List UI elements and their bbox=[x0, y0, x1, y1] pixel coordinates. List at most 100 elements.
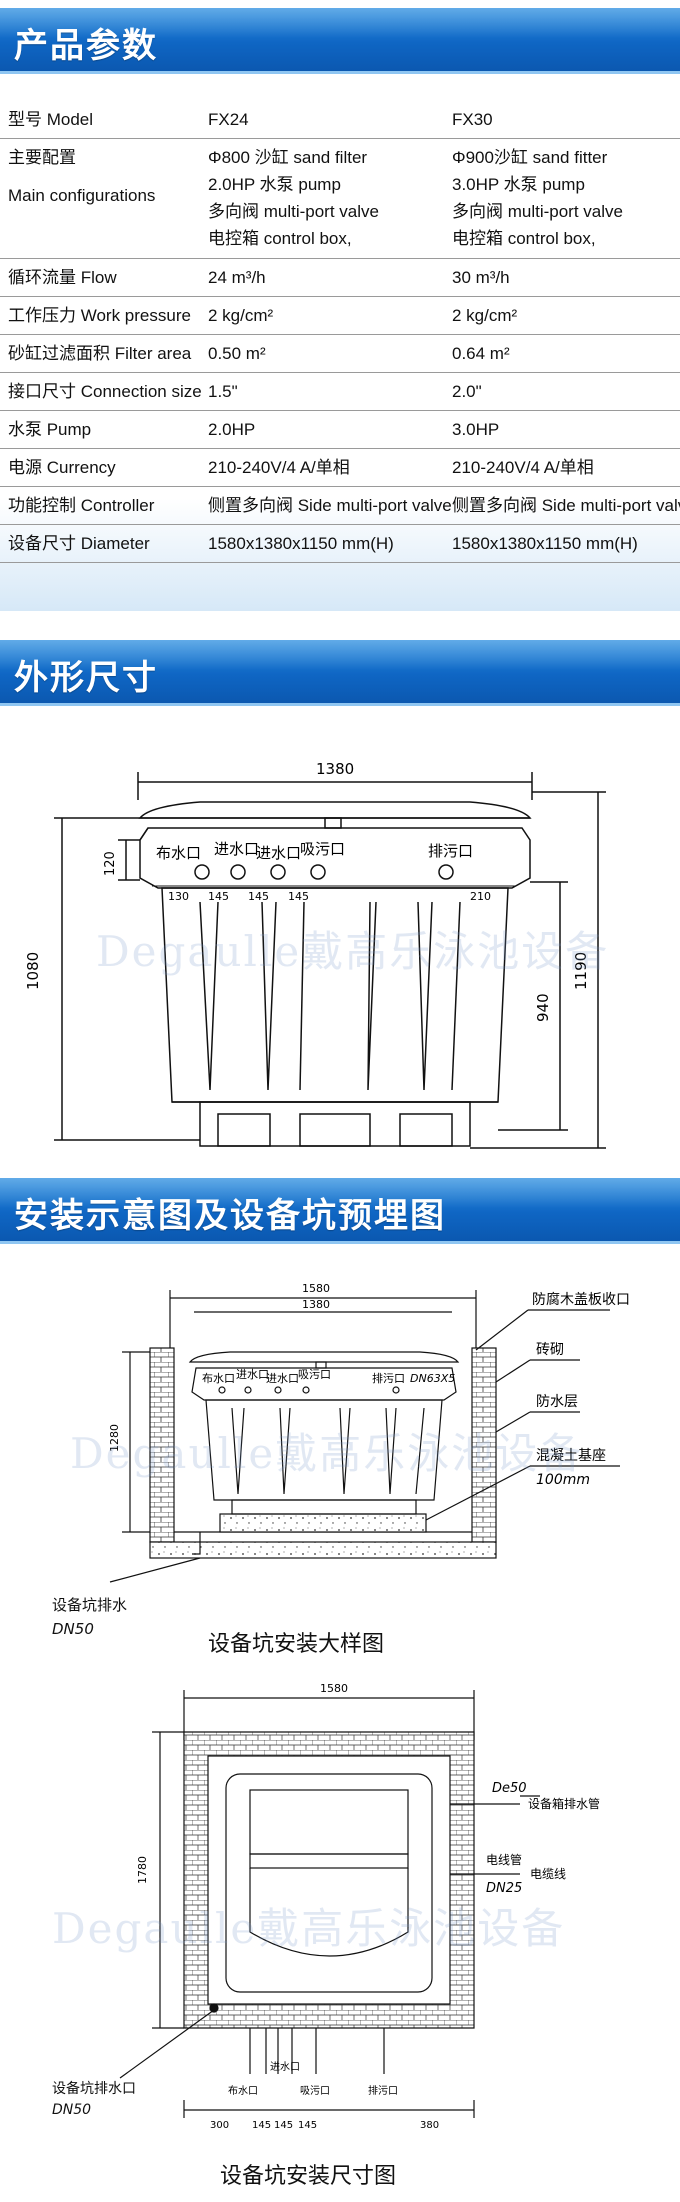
spec-label: 电源 Currency bbox=[8, 458, 116, 477]
spec-value-fx30: 3.0HP bbox=[452, 420, 500, 439]
spec-value-fx30: 2 kg/cm² bbox=[452, 306, 518, 325]
port-label: 排污口 bbox=[428, 842, 473, 860]
port-label: 进水口 bbox=[214, 840, 259, 858]
port-label: 进水口 bbox=[256, 844, 301, 862]
dim-940: 940 bbox=[534, 993, 552, 1022]
spec-value-fx30: 30 m³/h bbox=[452, 268, 510, 287]
spec-label: 循环流量 Flow bbox=[8, 268, 117, 287]
watermark: Degaulle戴高乐泳池设备 bbox=[52, 1904, 566, 1953]
spec-row: 循环流量 Flow 24 m³/h 30 m³/h bbox=[0, 259, 680, 297]
port-label: 进水口 bbox=[266, 1372, 299, 1385]
dim-1280: 1280 bbox=[108, 1424, 121, 1452]
plan-drawing: 1580 1780 De50 设备箱排水管 电线管 DN25 电缆线 布水口 进… bbox=[119, 1682, 600, 2131]
drain-label: 设备坑排水 bbox=[52, 1596, 128, 1614]
spec-value-fx30: 3.0HP 水泵 pump bbox=[452, 175, 585, 194]
spec-label: 设备尺寸 Diameter bbox=[8, 534, 150, 553]
spec-value-fx30: FX30 bbox=[452, 110, 493, 129]
dim-1580: 1580 bbox=[320, 1682, 348, 1695]
spec-row: 设备尺寸 Diameter 1580x1380x1150 mm(H) 1580x13… bbox=[0, 525, 680, 563]
drain-size: DN50 bbox=[52, 1620, 94, 1638]
right-label: DN25 bbox=[486, 1881, 522, 1896]
spec-value-fx30: 0.64 m² bbox=[452, 344, 510, 363]
spec-value-fx24: 2.0HP 水泵 pump bbox=[208, 175, 341, 194]
section-title-params: 产品参数 bbox=[14, 26, 158, 66]
spec-value-fx24: 2 kg/cm² bbox=[208, 306, 274, 325]
spec-label: 砂缸过滤面积 Filter area bbox=[8, 344, 192, 363]
spec-label: 水泵 Pump bbox=[8, 420, 92, 439]
spec-value-fx24: 1.5" bbox=[208, 382, 238, 401]
section-title-install: 安装示意图及设备坑预埋图 bbox=[14, 1196, 446, 1236]
spec-value-fx24: 24 m³/h bbox=[208, 268, 266, 287]
spec-value-fx24: 2.0HP bbox=[208, 420, 256, 439]
callout-label: 防水层 bbox=[536, 1394, 578, 1410]
spec-label-en: Main configurations bbox=[8, 186, 156, 205]
spec-row: 型号 Model FX24 FX30 bbox=[0, 101, 680, 139]
spec-value-fx24: 电控箱 control box, bbox=[208, 229, 352, 248]
callout-label: 防腐木盖板收口 bbox=[532, 1291, 630, 1308]
spacing-label: 145 bbox=[288, 890, 309, 903]
dim-120: 120 bbox=[103, 851, 118, 876]
section-banner-params: 产品参数 bbox=[0, 8, 680, 74]
spec-value-fx24: 多向阀 multi-port valve bbox=[208, 202, 379, 221]
watermark: Degaulle戴高乐泳池设备 bbox=[96, 927, 610, 976]
right-label: 电缆线 bbox=[530, 1867, 566, 1881]
spec-row: 功能控制 Controller 侧置多向阀 Side multi-port val… bbox=[0, 487, 680, 525]
port-label: 排污口 bbox=[372, 1371, 405, 1385]
callout-label: 砖砌 bbox=[536, 1342, 564, 1358]
spec-label: 功能控制 Controller bbox=[8, 496, 155, 515]
spacing-label: 145 bbox=[208, 890, 229, 903]
right-label: 设备箱排水管 bbox=[528, 1796, 600, 1811]
port-label: 进水口 bbox=[270, 2061, 300, 2073]
spec-row: 接口尺寸 Connection size 1.5" 2.0" bbox=[0, 373, 680, 411]
pipe-label: DN63X5 bbox=[410, 1372, 455, 1385]
port-label: 布水口 bbox=[228, 2085, 258, 2097]
spec-value-fx30: 电控箱 control box, bbox=[452, 229, 596, 248]
spacing-label: 145 bbox=[248, 890, 269, 903]
port-label: 排污口 bbox=[368, 2084, 398, 2097]
spec-value-fx24: Φ800 沙缸 sand filter bbox=[208, 148, 368, 167]
port-label: 吸污口 bbox=[298, 1368, 331, 1381]
callout-label: 100mm bbox=[536, 1472, 590, 1488]
section-banner-outline: 外形尺寸 bbox=[0, 640, 680, 706]
spec-value-fx24: 1580x1380x1150 mm(H) bbox=[208, 534, 394, 553]
plan-drain-label: 设备坑排水口 bbox=[52, 2081, 136, 2097]
dim-label: 145 bbox=[252, 2120, 271, 2131]
dim-label: 145 bbox=[298, 2120, 317, 2131]
dim-label: 380 bbox=[420, 2120, 439, 2131]
right-label: De50 bbox=[492, 1781, 527, 1796]
plan-drain-size: DN50 bbox=[52, 2102, 92, 2118]
spec-value-fx30: 侧置多向阀 Side multi-port valve bbox=[452, 496, 680, 515]
spec-label: 接口尺寸 Connection size bbox=[8, 382, 202, 401]
plan-caption: 设备坑安装尺寸图 bbox=[220, 2164, 397, 2189]
dim-top: 1380 bbox=[316, 760, 354, 778]
dim-label: 145 bbox=[274, 2120, 293, 2131]
dim-left: 1080 bbox=[24, 952, 42, 990]
spacing-label: 130 bbox=[168, 890, 189, 903]
spacing-label: 210 bbox=[470, 890, 491, 903]
section-title-outline: 外形尺寸 bbox=[14, 658, 158, 698]
install-drawing: 1580 1380 1280 布水口 进水口 进水口 吸污口 排污口 DN63X… bbox=[108, 1282, 630, 1583]
port-label: 吸污口 bbox=[300, 2085, 330, 2097]
spec-label: 型号 Model bbox=[8, 110, 94, 129]
install-caption: 设备坑安装大样图 bbox=[208, 1632, 385, 1657]
watermark: Degaulle戴高乐泳池设备 bbox=[70, 1429, 584, 1478]
spec-value-fx24: 侧置多向阀 Side multi-port valve bbox=[208, 496, 452, 515]
spec-label: 工作压力 Work pressure bbox=[8, 306, 191, 325]
spec-value-fx24: 210-240V/4 A/单相 bbox=[208, 458, 350, 477]
dim-label: 300 bbox=[210, 2120, 229, 2131]
spec-value-fx30: 1580x1380x1150 mm(H) bbox=[452, 534, 638, 553]
port-label: 布水口 bbox=[156, 844, 201, 862]
spec-value-fx30: 2.0" bbox=[452, 382, 482, 401]
spec-row: 工作压力 Work pressure 2 kg/cm² 2 kg/cm² bbox=[0, 297, 680, 335]
port-label: 进水口 bbox=[236, 1368, 269, 1381]
spec-row: 水泵 Pump 2.0HP 3.0HP bbox=[0, 411, 680, 449]
port-label: 布水口 bbox=[202, 1372, 235, 1385]
dim-1190: 1190 bbox=[572, 952, 590, 990]
spec-value-fx24: FX24 bbox=[208, 110, 249, 129]
section-banner-install: 安装示意图及设备坑预埋图 bbox=[0, 1178, 680, 1244]
dim-1780: 1780 bbox=[136, 1856, 149, 1884]
